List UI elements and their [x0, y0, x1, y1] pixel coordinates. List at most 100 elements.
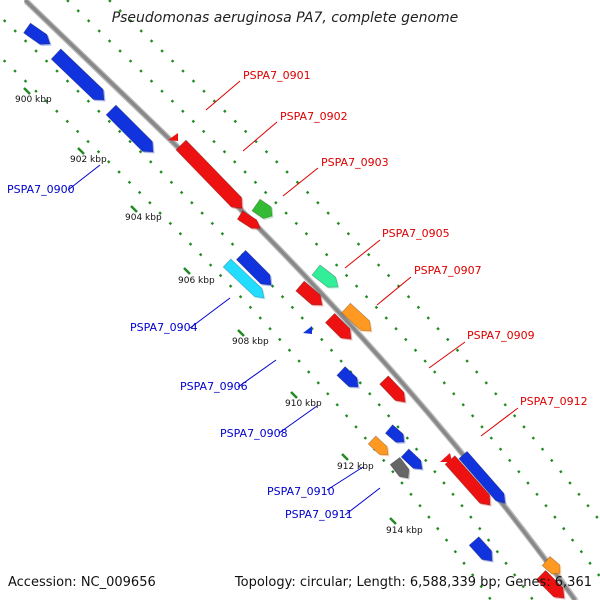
gene-arrow-blue-3-body	[105, 104, 154, 153]
gene-arrow-cyan-0904	[222, 258, 266, 300]
gene-arrow-blue-3	[105, 104, 155, 154]
leader-line-6	[480, 407, 519, 437]
gene-arrow-red-0902	[175, 139, 244, 210]
gene-arrow-green-0903	[251, 198, 274, 220]
gene-arrow-gray-0911	[389, 456, 411, 480]
leader-line-11	[326, 466, 364, 491]
gene-arrow-red-bottom	[535, 569, 566, 600]
gene-arrow-red-bottom-body	[535, 569, 565, 599]
gene-label-pspa7-0910[interactable]: PSPA7_0910	[267, 485, 335, 498]
gene-arrow-blue-2	[50, 48, 106, 102]
strand-marker-blue	[303, 326, 312, 334]
tick-mark-4	[237, 329, 245, 337]
leader-line-10	[278, 405, 318, 434]
tick-mark-6	[341, 453, 349, 461]
gene-arrow-cyan-0904-body	[222, 258, 265, 299]
track-dots-4	[108, 0, 600, 524]
gene-arrow-blue-0910b	[400, 448, 424, 471]
gene-arrow-blue-2-body	[50, 48, 105, 101]
gene-arrow-blue-1-body	[23, 22, 51, 45]
label-leader-lines	[67, 80, 519, 516]
gene-label-pspa7-0911[interactable]: PSPA7_0911	[285, 508, 353, 521]
tick-label-910kbp: 910 kbp	[285, 399, 322, 409]
gene-arrow-red-0907-body	[324, 312, 352, 340]
gene-arrow-orange-0907	[341, 302, 373, 333]
gene-arrow-red-0905	[295, 280, 324, 307]
gene-label-pspa7-0907[interactable]: PSPA7_0907	[414, 264, 482, 277]
accession-text: Accession: NC_009656	[8, 575, 156, 590]
gene-label-pspa7-0900[interactable]: PSPA7_0900	[7, 183, 75, 196]
tick-label-912kbp: 912 kbp	[337, 462, 374, 472]
gene-arrow-gray-0911-body	[389, 456, 410, 479]
gene-arrow-blue-0906	[336, 366, 360, 389]
gene-label-pspa7-0909[interactable]: PSPA7_0909	[467, 329, 535, 342]
tick-mark-1	[77, 147, 85, 155]
gene-arrow-red-small	[236, 210, 262, 230]
gene-arrow-mint-0905	[311, 264, 340, 289]
gene-label-pspa7-0905[interactable]: PSPA7_0905	[382, 227, 450, 240]
gene-arrow-blue-0906-body	[336, 366, 359, 388]
leader-line-2	[282, 167, 319, 197]
gene-label-pspa7-0906[interactable]: PSPA7_0906	[180, 380, 248, 393]
gene-arrow-red-0912	[444, 455, 492, 507]
tick-mark-3	[183, 267, 191, 275]
gene-arrow-orange-0910-body	[367, 435, 389, 456]
leader-line-9	[237, 359, 277, 388]
gene-label-pspa7-0902[interactable]: PSPA7_0902	[280, 110, 348, 123]
gene-label-pspa7-0908[interactable]: PSPA7_0908	[220, 427, 288, 440]
gene-arrow-red-0907	[324, 312, 353, 341]
topology-summary: Topology: circular; Length: 6,588,339 bp…	[234, 575, 592, 590]
tick-label-908kbp: 908 kbp	[232, 337, 269, 347]
leader-line-4	[376, 276, 412, 306]
gene-arrow-blue-0912-body	[458, 450, 506, 504]
gene-arrow-blue-0904b	[235, 249, 273, 287]
gene-arrow-red-0905-body	[295, 280, 323, 306]
tick-label-914kbp: 914 kbp	[386, 526, 423, 536]
strand-marker-red	[168, 133, 178, 141]
tick-label-902kbp: 902 kbp	[70, 155, 107, 165]
leader-line-8	[189, 297, 231, 329]
gene-arrow-orange-0910	[367, 435, 390, 457]
gene-arrow-blue-0912	[458, 450, 507, 505]
gene-arrow-green-0903-body	[251, 198, 273, 219]
gene-label-pspa7-0904[interactable]: PSPA7_0904	[130, 321, 198, 334]
gene-label-pspa7-0912[interactable]: PSPA7_0912	[520, 395, 588, 408]
gene-arrow-orange-0907-body	[341, 302, 372, 332]
gene-arrow-blue-1	[23, 22, 52, 46]
gene-arrow-blue-bottom	[468, 536, 494, 563]
gene-arrow-red-0909-body	[379, 375, 406, 403]
tick-mark-2	[130, 205, 138, 213]
tick-mark-7	[389, 517, 397, 525]
track-dots-3	[66, 0, 600, 579]
track-dots-1	[0, 55, 492, 600]
gene-arrow-blue-0908-body	[384, 424, 405, 443]
gene-arrow-orange-bottom	[541, 555, 562, 576]
gene-arrow-red-0902-body	[175, 139, 243, 209]
gene-arrow-mint-0905-body	[311, 264, 339, 288]
track-dots-2	[0, 14, 534, 600]
gene-arrow-blue-0908	[384, 424, 406, 444]
leader-line-12	[344, 487, 381, 516]
strand-marker-red-2	[440, 453, 452, 462]
gene-label-pspa7-0903[interactable]: PSPA7_0903	[321, 156, 389, 169]
gene-label-pspa7-0901[interactable]: PSPA7_0901	[243, 69, 311, 82]
leader-line-1	[242, 121, 278, 152]
tick-label-900kbp: 900 kbp	[15, 95, 52, 105]
map-title: Pseudomonas aeruginosa PA7, complete gen…	[112, 10, 459, 26]
gene-arrow-red-0912-body	[444, 455, 491, 506]
tick-mark-0	[23, 87, 31, 95]
leader-line-3	[344, 239, 381, 269]
gene-arrow-red-0909	[379, 375, 407, 404]
gene-arrow-blue-0910b-body	[400, 448, 423, 470]
tick-mark-5	[290, 391, 298, 399]
tick-label-904kbp: 904 kbp	[125, 213, 162, 223]
gene-features	[23, 22, 566, 600]
gene-arrow-blue-bottom-body	[468, 536, 493, 562]
gene-arrow-red-small-body	[236, 210, 261, 229]
tick-label-906kbp: 906 kbp	[178, 276, 215, 286]
leader-line-0	[205, 80, 241, 111]
gene-arrow-orange-bottom-body	[541, 555, 561, 575]
leader-line-7	[67, 164, 101, 191]
